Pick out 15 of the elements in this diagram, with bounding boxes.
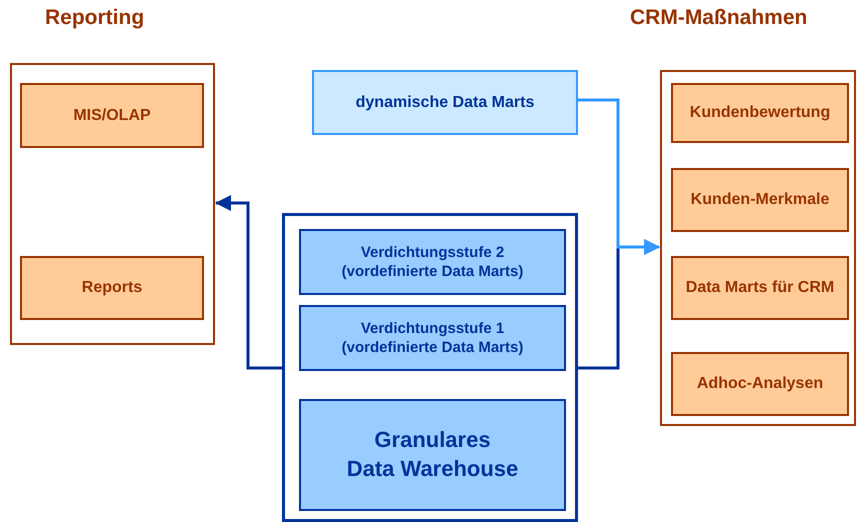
data-mart-box: dynamische Data Marts [312,70,578,135]
arrow [215,195,282,370]
panel-heading: CRM-Maßnahmen [630,6,808,30]
panel-heading: Reporting [45,6,144,30]
process-box: MIS/OLAP [20,83,204,148]
process-box: Data Marts für CRM [671,256,849,320]
container-box [282,213,578,522]
process-box: Reports [20,256,204,320]
warehouse-box: Granulares Data Warehouse [299,399,566,511]
layer-box: Verdichtungsstufe 2 (vordefinierte Data Marts) [299,229,566,295]
process-box: Kunden-Merkmale [671,168,849,232]
process-box: Kundenbewertung [671,83,849,143]
arrow [578,98,660,255]
layer-box: Verdichtungsstufe 1 (vordefinierte Data Marts) [299,305,566,371]
process-box: Adhoc-Analysen [671,352,849,416]
